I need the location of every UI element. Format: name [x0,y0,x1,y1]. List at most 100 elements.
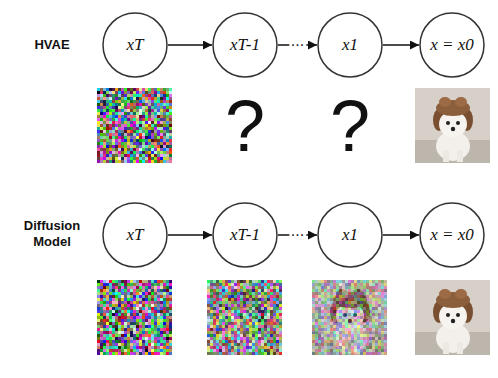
noise-pixel [112,346,115,349]
noise-pixel [210,301,213,304]
noise-pixel [216,313,219,316]
noise-pixel [148,304,151,307]
noise-pixel [121,325,124,328]
noise-pixel [166,334,169,337]
noise-pixel [151,298,154,301]
noise-pixel [270,283,273,286]
noise-pixel [115,112,118,115]
noise-pixel [115,142,118,145]
noise-pixel [273,346,276,349]
noise-pixel [154,103,157,106]
noise-pixel [169,346,172,349]
noise-pixel [160,337,163,340]
noise-pixel [139,151,142,154]
noise-pixel [118,328,121,331]
noise-pixel [154,334,157,337]
noise-pixel [109,343,112,346]
noise-pixel [213,283,216,286]
noise-pixel [124,127,127,130]
noise-pixel [127,298,130,301]
noise-pixel [279,340,282,343]
noise-pixel [151,283,154,286]
noise-pixel [163,127,166,130]
noise-pixel [276,313,279,316]
noise-pixel [213,310,216,313]
noise-pixel [100,148,103,151]
noise-pixel [151,331,154,334]
noise-pixel [136,352,139,355]
noise-pixel [163,133,166,136]
noise-pixel [273,313,276,316]
noise-pixel [97,118,100,121]
dog-hair [352,289,364,299]
dog-leg [443,150,449,162]
noise-pixel [118,346,121,349]
noise-pixel [261,325,264,328]
noise-pixel [261,280,264,283]
noise-pixel [273,328,276,331]
noise-pixel [121,331,124,334]
noise-pixel [234,307,237,310]
noise-pixel [240,313,243,316]
noise-pixel [273,307,276,310]
noise-pixel [112,139,115,142]
noise-pixel [136,349,139,352]
noise-pixel [133,148,136,151]
noise-pixel [103,328,106,331]
noise-pixel [133,352,136,355]
noise-pixel [121,91,124,94]
noise-pixel [154,157,157,160]
noise-pixel [109,94,112,97]
noise-pixel [225,298,228,301]
noise-pixel [139,91,142,94]
noise-pixel [115,310,118,313]
noise-pixel [115,337,118,340]
noise-pixel [261,352,264,355]
dog-eye [446,121,450,125]
noise-pixel [118,133,121,136]
noise-pixel [139,133,142,136]
noise-pixel [219,283,222,286]
noise-pixel [228,331,231,334]
noise-pixel [106,325,109,328]
noise-pixel [145,280,148,283]
noise-pixel [166,346,169,349]
noise-pixel [255,322,258,325]
noise-pixel [207,322,210,325]
noise-pixel [237,292,240,295]
noise-pixel [148,130,151,133]
noise-pixel [160,118,163,121]
noise-pixel [267,316,270,319]
noise-pixel [210,295,213,298]
noise-pixel [276,343,279,346]
noise-pixel [151,301,154,304]
noise-pixel [142,115,145,118]
noise-pixel [115,307,118,310]
noise-pixel [109,331,112,334]
noise-pixel [130,112,133,115]
noise-pixel [100,160,103,163]
noise-pixel [136,160,139,163]
noise-pixel [207,298,210,301]
noise-pixel [115,160,118,163]
noise-pixel [228,337,231,340]
noise-pixel [228,298,231,301]
noise-pixel [207,349,210,352]
noise-pixel [246,325,249,328]
noise-pixel [228,304,231,307]
noise-pixel [109,97,112,100]
noise-pixel [145,316,148,319]
noise-pixel [273,295,276,298]
noise-pixel [231,301,234,304]
noise-pixel [169,136,172,139]
noise-pixel [124,331,127,334]
noise-pixel [145,115,148,118]
noise-pixel [115,106,118,109]
noise-pixel [154,319,157,322]
noise-pixel [145,304,148,307]
noise-pixel [231,298,234,301]
noise-pixel [142,319,145,322]
noise-pixel [207,289,210,292]
noise-pixel [225,313,228,316]
noise-pixel [151,139,154,142]
